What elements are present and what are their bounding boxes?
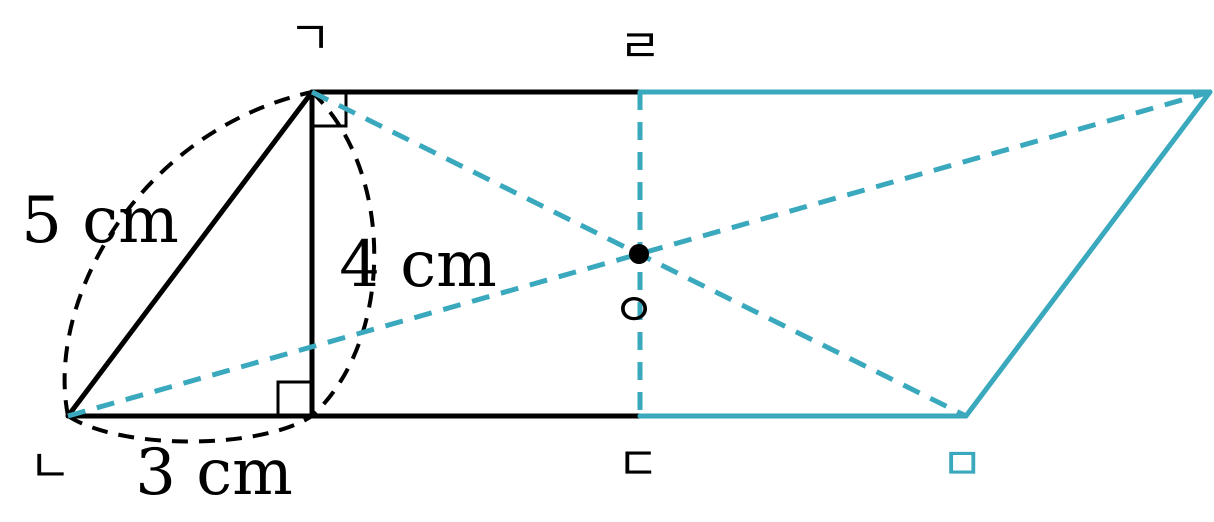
label-n: ㄴ [29,439,71,493]
label-d: ㄷ [617,437,659,491]
label-o: ㅇ [613,283,655,337]
label-m: ㅁ [941,437,983,491]
center-point-o [629,244,649,264]
right-angle-markers [276,92,348,416]
label-base-length: 3 cm [135,436,293,510]
arc-base [66,414,314,444]
label-hypotenuse-length: 5 cm [21,184,179,258]
label-height-length: 4 cm [339,228,497,302]
right-angle-bottom [276,380,312,416]
segment-g-n [65,89,315,419]
label-r: ㄹ [619,19,661,73]
diagonal-n-top [67,89,1211,419]
segment-top-m [963,89,1213,419]
black-figure [65,89,643,419]
teal-figure [637,89,1213,419]
right-angle-top [312,92,348,128]
arc-hypotenuse [62,90,313,417]
label-g: ㄱ [289,11,331,65]
arc-height [310,90,377,418]
measure-arcs [62,90,377,444]
